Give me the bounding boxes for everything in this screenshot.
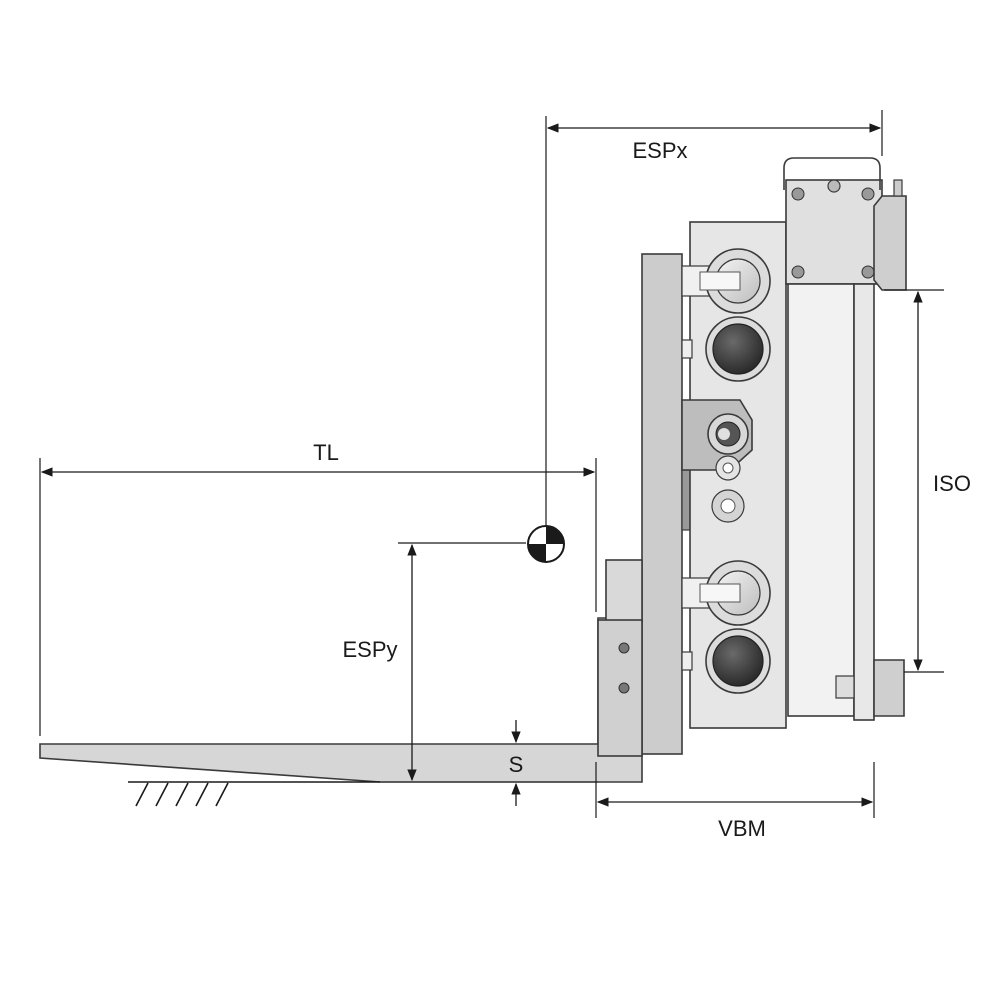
iso-label: ISO (933, 471, 971, 496)
fork (39, 617, 643, 783)
espy-label: ESPy (342, 637, 397, 662)
fork-carriage (597, 253, 693, 757)
espx-dimension: ESPx (545, 110, 883, 526)
roller-plate (681, 221, 787, 729)
iso-dimension: ISO (884, 289, 971, 673)
vbm-label: VBM (718, 816, 766, 841)
s-label: S (509, 752, 524, 777)
ground-hatch-icon (128, 781, 380, 807)
espy-dimension: ESPy (342, 542, 526, 782)
tl-label: TL (313, 440, 339, 465)
espx-label: ESPx (632, 138, 687, 163)
tl-dimension: TL (39, 440, 597, 736)
attachment-housing (783, 157, 907, 721)
s-dimension: S (509, 720, 524, 806)
vbm-dimension: VBM (595, 762, 875, 841)
center-of-gravity-icon (527, 525, 565, 563)
